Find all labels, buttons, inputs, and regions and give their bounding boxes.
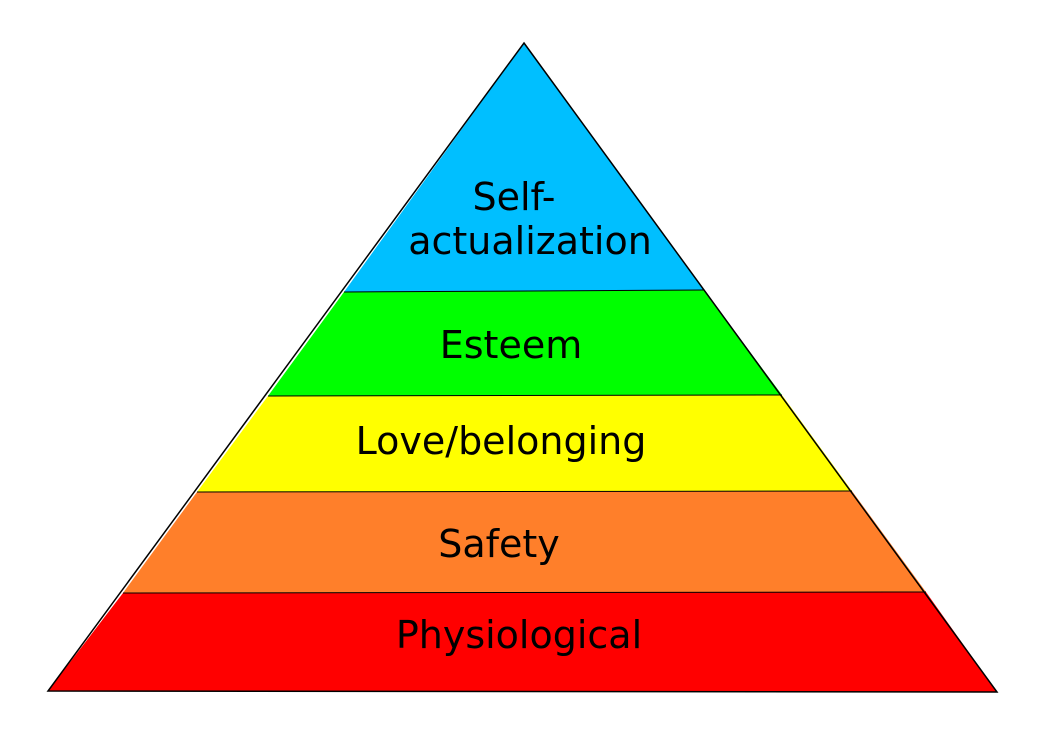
pyramid-outline bbox=[46, 41, 999, 693]
layer-esteem-label: Esteem bbox=[440, 323, 582, 367]
layer-love-belonging-label: Love/belonging bbox=[356, 419, 647, 463]
divider-line bbox=[122, 591, 927, 594]
divider-line bbox=[267, 394, 783, 397]
divider-line bbox=[196, 490, 853, 493]
divider-line bbox=[343, 289, 705, 293]
layer-self-actualization-label-line-1: Self- bbox=[472, 175, 555, 219]
layer-love-belonging-band bbox=[197, 395, 852, 492]
layer-safety-band bbox=[123, 491, 926, 593]
layer-esteem-band bbox=[268, 290, 782, 396]
layer-physiological-band bbox=[48, 592, 997, 692]
layer-self-actualization-label-line-2: actualization bbox=[408, 219, 652, 263]
layer-physiological-label: Physiological bbox=[396, 613, 642, 657]
layer-safety-label: Safety bbox=[438, 522, 560, 566]
layer-self-actualization-band bbox=[344, 43, 704, 292]
